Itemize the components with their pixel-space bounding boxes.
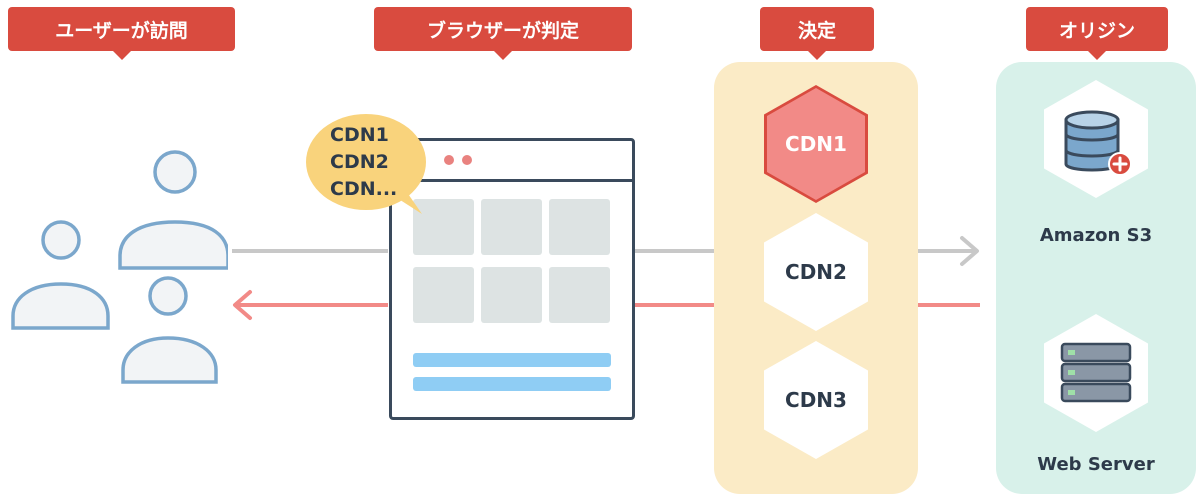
s3-hex bbox=[1044, 80, 1148, 198]
content-tile bbox=[549, 267, 610, 323]
browser-window bbox=[389, 138, 635, 420]
content-bar bbox=[413, 377, 611, 391]
bubble-shape bbox=[306, 114, 426, 214]
tag-browser-judge-label: ブラウザーが判定 bbox=[426, 19, 579, 42]
bubble-line: CDN1 bbox=[330, 124, 389, 146]
users-group-icon bbox=[11, 150, 228, 384]
s3-label: Amazon S3 bbox=[1039, 225, 1153, 246]
cdn1-hex-fill: CDN1 bbox=[767, 88, 865, 200]
browser-titlebar-divider bbox=[392, 179, 632, 182]
bubble-line: CDN2 bbox=[330, 151, 389, 173]
webserver-label: Web Server bbox=[1037, 454, 1155, 475]
content-bar bbox=[413, 353, 611, 367]
webserver-hex bbox=[1044, 314, 1148, 432]
tag-user-visit: ユーザーが訪問 bbox=[8, 7, 235, 60]
cdn1-label: CDN1 bbox=[785, 132, 847, 156]
bubble-line: CDN... bbox=[330, 178, 398, 200]
cdn3-label: CDN3 bbox=[785, 388, 847, 412]
window-dot-icon bbox=[444, 155, 454, 165]
content-tile bbox=[413, 267, 474, 323]
content-tile bbox=[413, 199, 474, 255]
cdn-list-bubble: CDN1 CDN2 CDN... bbox=[304, 112, 432, 220]
tag-browser-judge: ブラウザーが判定 bbox=[374, 7, 632, 60]
content-tile bbox=[481, 199, 542, 255]
database-plus-icon bbox=[1064, 110, 1132, 176]
tag-decide: 決定 bbox=[760, 7, 874, 60]
server-icon bbox=[1060, 342, 1132, 403]
content-tile bbox=[549, 199, 610, 255]
content-tile bbox=[481, 267, 542, 323]
tag-user-visit-label: ユーザーが訪問 bbox=[55, 19, 188, 42]
cdn2-label: CDN2 bbox=[785, 260, 847, 284]
tag-origin-label: オリジン bbox=[1058, 19, 1135, 42]
window-dot-icon bbox=[462, 155, 472, 165]
request-arrow bbox=[232, 236, 979, 266]
response-arrow bbox=[233, 290, 980, 320]
tag-origin: オリジン bbox=[1026, 7, 1168, 60]
tag-decide-label: 決定 bbox=[797, 19, 836, 42]
